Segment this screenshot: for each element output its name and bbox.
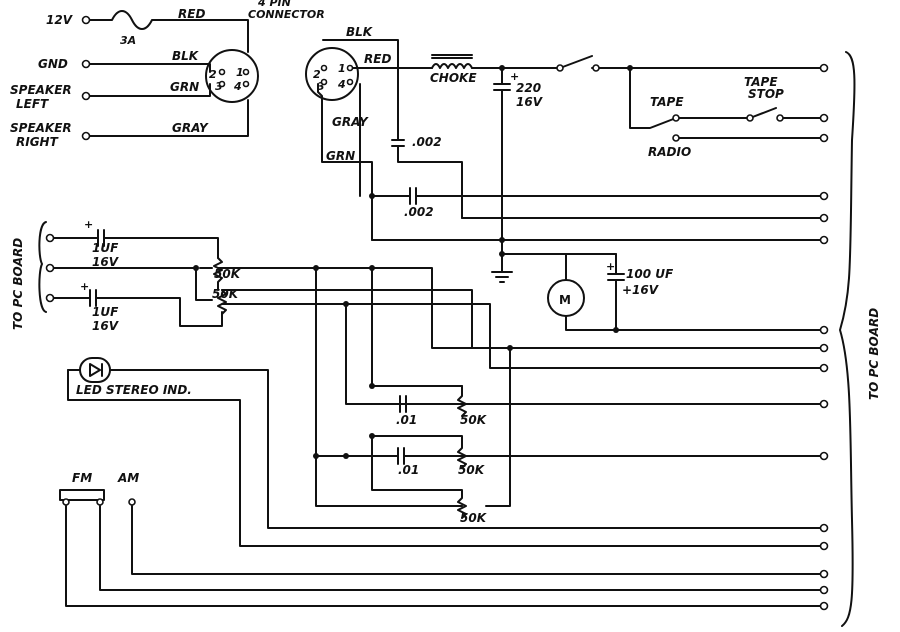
label-red-right: RED: [364, 52, 391, 66]
led-and-band-section: LED STEREO IND. FM AM: [59, 357, 823, 607]
choke-coil: [431, 63, 473, 69]
label-pc-board-left: TO PC BOARD: [11, 238, 25, 330]
label-tape: TAPE: [650, 95, 684, 109]
label-am: AM: [117, 471, 139, 485]
label-red-top: RED: [178, 7, 205, 21]
label-gray-right: GRAY: [332, 115, 369, 129]
svg-text:1: 1: [338, 62, 346, 75]
label-cap-100uf: 100 UF: [626, 267, 674, 281]
label-cap-002a: .002: [412, 135, 442, 149]
label-cap-220-v: 16V: [516, 95, 544, 109]
svg-text:+: +: [606, 260, 615, 273]
svg-text:1: 1: [236, 66, 244, 79]
label-connector: CONNECTOR: [248, 8, 325, 21]
label-gray-left: GRAY: [172, 121, 209, 135]
svg-text:3: 3: [215, 80, 223, 93]
label-pot-50k-a: 50K: [214, 267, 242, 281]
label-pc-board-right: TO PC BOARD: [867, 308, 881, 400]
label-pot-50k-c: 50K: [460, 413, 488, 427]
power-connector-section: 12V 3A RED 4 PIN CONNECTOR 2 3 1 4 GND B…: [10, 0, 325, 149]
plug-and-filter-section: BLK 2 3 1 4 RED CHOKE + 220 16V .002 GRA…: [305, 25, 823, 333]
label-choke: CHOKE: [430, 71, 477, 85]
svg-text:4: 4: [233, 80, 242, 93]
label-cap-1uf-b: 1UF: [92, 305, 119, 319]
input-section: TO PC BOARD + 1UF 16V 50K + 1UF 16V 50K: [11, 218, 823, 507]
label-cap-220: 220: [516, 81, 541, 95]
svg-text:LEFT: LEFT: [16, 97, 49, 111]
svg-text:4: 4: [337, 78, 346, 91]
label-gnd: GND: [38, 57, 68, 71]
svg-text:+: +: [84, 218, 93, 231]
svg-text:3: 3: [317, 80, 325, 93]
svg-text:SPEAKER: SPEAKER: [10, 121, 72, 135]
label-fuse-3a: 3A: [120, 34, 136, 47]
svg-text:SPEAKER: SPEAKER: [10, 83, 72, 97]
four-pin-connector: [205, 49, 259, 103]
label-pot-50k-e: 50K: [460, 511, 488, 525]
label-cap-100uf-v: +16V: [622, 283, 660, 297]
band-switch: [59, 489, 105, 501]
label-tape-stop-2: STOP: [748, 87, 784, 101]
svg-text:+: +: [510, 70, 519, 83]
label-tape-stop-1: TAPE: [744, 75, 778, 89]
label-blk-left: BLK: [172, 49, 200, 63]
label-cap-1uf-a-v: 16V: [92, 255, 120, 269]
led-symbol: [79, 357, 111, 383]
label-grn-left: GRN: [170, 80, 199, 94]
svg-text:2: 2: [209, 68, 217, 81]
label-pot-50k-d: 50K: [458, 463, 486, 477]
pc-board-terminals: TO PC BOARD: [819, 51, 881, 627]
plug-connector: [305, 47, 359, 101]
label-cap-01a: .01: [396, 413, 417, 427]
label-grn-right: GRN: [326, 149, 355, 163]
svg-text:2: 2: [313, 68, 321, 81]
label-led: LED STEREO IND.: [76, 383, 192, 397]
label-cap-1uf-a: 1UF: [92, 241, 119, 255]
label-motor: M: [559, 293, 571, 307]
label-fm: FM: [72, 471, 92, 485]
label-cap-01b: .01: [398, 463, 419, 477]
label-12v: 12V: [46, 13, 74, 27]
label-4pin: 4 PIN: [257, 0, 291, 9]
label-radio: RADIO: [648, 145, 691, 159]
svg-text:+: +: [80, 280, 89, 293]
label-blk-right: BLK: [346, 25, 374, 39]
svg-text:RIGHT: RIGHT: [16, 135, 59, 149]
label-cap-002b: .002: [404, 205, 434, 219]
pot-network: .01 50K .01 50K 50K: [313, 383, 823, 525]
label-cap-1uf-b-v: 16V: [92, 319, 120, 333]
